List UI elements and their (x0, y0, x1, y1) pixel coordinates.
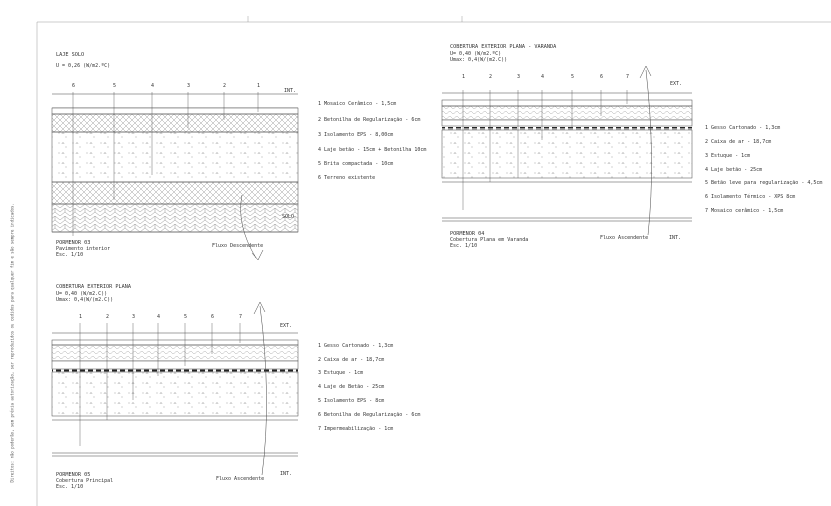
detail03-title: LAJE SOLO (56, 52, 85, 58)
detail05-legend-5: 5 Isolamento EPS - 8cm (318, 398, 385, 404)
detail04-legend-4: 4 Laje betão - 25cm (705, 167, 763, 173)
detail05-num-3: 3 (132, 314, 136, 320)
detail03-num-3: 3 (187, 83, 191, 89)
detail04-scale: Esc. 1/10 (450, 243, 478, 249)
detail05-int-label: INT. (280, 471, 293, 477)
detail03-int-label: INT. (284, 88, 297, 94)
detail05-num-5: 5 (184, 314, 188, 320)
detail03-scale: Esc. 1/10 (56, 252, 84, 258)
detail04-num-5: 5 (571, 74, 575, 80)
detail03-num-5: 5 (113, 83, 117, 89)
detail05-num-6: 6 (211, 314, 215, 320)
side-copyright-note: Direitos: não poderão, sem prévia autori… (9, 203, 15, 483)
detail04-legend-6: 6 Isolamento Térmico - XPS 8cm (705, 194, 796, 200)
detail05-num-7: 7 (239, 314, 243, 320)
detail04-flow: Fluxo Ascendente (600, 235, 649, 241)
detail04-legend-5: 5 Betão leve para regularização - 4,5cm (705, 180, 823, 186)
detail05-scale: Esc. 1/10 (56, 484, 84, 490)
detail03-legend-5: 5 Brita compactada - 10cm (318, 161, 394, 167)
detail04-legend-1: 1 Gesso Cartonado - 1,3cm (705, 125, 781, 131)
detail04-u-max: Umax: 0,4(W/(m2.C)) (450, 57, 508, 63)
detail03-legend-1: 1 Mosaico Cerâmico - 1,5cm (318, 101, 397, 107)
detail04-section (441, 65, 693, 236)
detail04-num-1: 1 (462, 74, 466, 80)
detail04-legend-7: 7 Mosaico cerâmico - 1,5cm (705, 208, 784, 214)
detail04-int-label: INT. (669, 235, 682, 241)
detail03-legend-6: 6 Terreno existente (318, 175, 376, 181)
detail05-ext-label: EXT. (280, 323, 293, 329)
detail03-legend-2: 2 Betonilha de Regularização - 6cm (318, 117, 421, 123)
detail04-num-2: 2 (489, 74, 493, 80)
detail05-legend-2: 2 Caixa de ar - 18,7cm (318, 357, 385, 363)
detail05-num-1: 1 (79, 314, 83, 320)
detail03-solo-label: SOLO (282, 214, 295, 220)
detail05-legend-1: 1 Gesso Cartonado - 1,3cm (318, 343, 394, 349)
detail05-title: COBERTURA EXTERIOR PLANA (56, 284, 131, 290)
detail05-num-2: 2 (106, 314, 110, 320)
detail04-subtitle: Cobertura Plana em Varanda (450, 237, 529, 243)
detail04-num-6: 6 (600, 74, 604, 80)
detail03-num-4: 4 (151, 83, 155, 89)
detail05-subtitle: Cobertura Principal (56, 478, 114, 484)
detail04-legend-2: 2 Caixa de ar - 18,7cm (705, 139, 772, 145)
detail03-label: PORMENOR 03 (56, 240, 91, 246)
detail04-u-value: U= 0,40 (W/m2.ºC) (450, 51, 502, 57)
detail05-u-max: Umax: 0,4(W/(m2.C)) (56, 297, 114, 303)
detail04-num-7: 7 (626, 74, 630, 80)
detail05-flow: Fluxo Ascendente (216, 476, 265, 482)
detail03-section (51, 92, 299, 261)
detail04-num-3: 3 (517, 74, 521, 80)
detail03-flow: Fluxo Descendente (212, 243, 264, 249)
detail04-label: PORMENOR 04 (450, 231, 485, 237)
detail03-num-2: 2 (223, 83, 227, 89)
detail05-legend-7: 7 Impermeabilização - 1cm (318, 426, 394, 432)
detail04-title: COBERTURA EXTERIOR PLANA - VARANDA (450, 44, 557, 50)
detail03-num-1: 1 (257, 83, 261, 89)
detail03-u-value: U = 0,26 (W/m2.ºC) (56, 63, 111, 69)
detail05-legend-3: 3 Estuque - 1cm (318, 370, 364, 376)
detail03-subtitle: Pavimento interior (56, 246, 111, 252)
detail05-legend-4: 4 Laje de Betão - 25cm (318, 384, 385, 390)
detail05-label: PORMENOR 05 (56, 472, 91, 478)
detail05-legend-6: 6 Betonilha de Regularização - 6cm (318, 412, 421, 418)
detail03-legend-4: 4 Laje betão - 15cm + Betonilha 10cm (318, 147, 427, 153)
detail05-section (51, 301, 299, 476)
detail04-legend-3: 3 Estuque - 1cm (705, 153, 751, 159)
detail05-u-value: U= 0,40 (W/m2.C)) (56, 291, 108, 297)
detail04-num-4: 4 (541, 74, 545, 80)
detail05-num-4: 4 (157, 314, 161, 320)
detail04-ext-label: EXT. (670, 81, 683, 87)
detail03-num-6: 6 (72, 83, 76, 89)
detail03-legend-3: 3 Isolamento EPS - 8,00cm (318, 132, 394, 138)
